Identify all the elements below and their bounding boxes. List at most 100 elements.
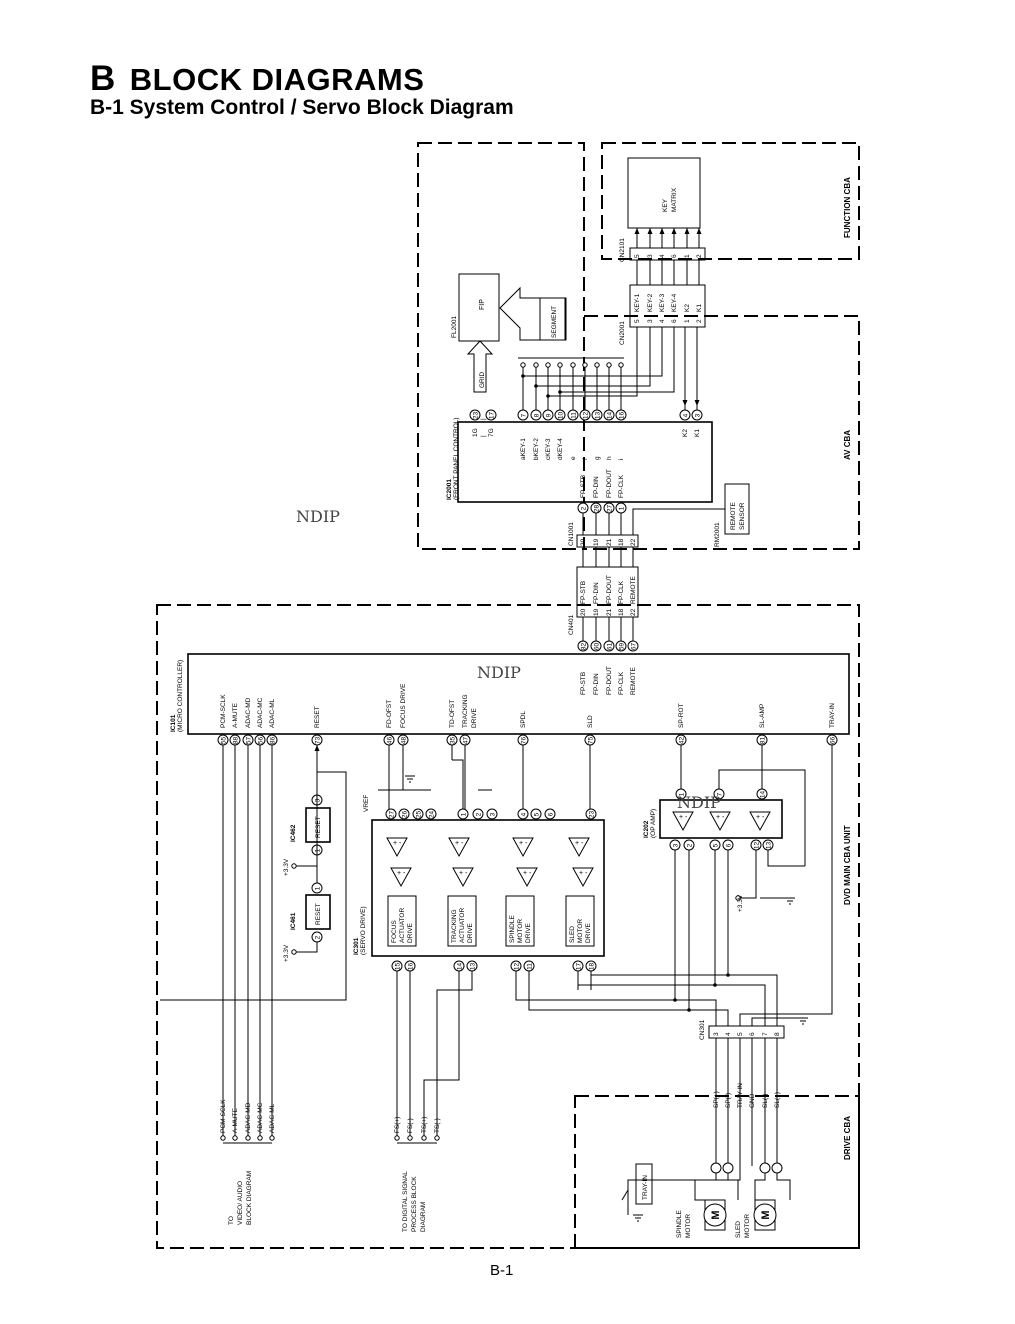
arrow-head [659,228,665,234]
ic301-amp [516,867,538,888]
junction-dot [558,390,562,394]
pin-number: 11 [527,963,534,970]
pin-number: 16 [619,412,626,420]
wire [436,971,473,1136]
label: + [397,870,401,877]
pin-number: 6 [726,843,733,847]
label: - [685,814,688,821]
ic461-supply: +3.3V [283,944,290,962]
cn2001-pin: 6 [671,319,678,323]
board-function-cba [601,142,860,260]
ic461-chip [305,894,331,930]
ic101-chip [187,653,850,735]
label: + [716,814,720,821]
pin-number: 13 [470,963,477,971]
wire [590,971,728,976]
cn401-pin: 22 [630,608,637,616]
servo-out-destination: PROCESS BLOCK [411,1176,418,1232]
ic202-name: (OP AMP) [650,809,657,838]
cn301-pin: 7 [762,1032,769,1036]
ic101-name: (MICRO CONTROLLER) [177,660,184,732]
segment-box [539,297,566,341]
terminal [582,362,588,368]
ic101-ref: IC101 [170,714,177,732]
pin-number: 16 [408,963,415,971]
page-subtitle: B-1 System Control / Servo Block Diagram [90,96,514,119]
cn2101-pin: 3 [647,254,654,258]
pin-number: 3 [695,413,702,417]
sled-motor-label: SLED [735,1221,742,1238]
motor-terminal [722,1162,734,1174]
pin-number: 7 [521,413,528,417]
audio-out-signal: PCM-SCLK [220,1099,227,1133]
cn2001-label: CN2001 [619,321,626,345]
cn301-pin: 4 [725,1032,732,1036]
ic2001-grid-pin [485,409,497,421]
tray-switch [621,1189,629,1201]
wire [751,1017,800,1026]
ic301-block [505,895,535,947]
wire [776,1173,791,1200]
audio-out-destination: TO [228,1216,235,1225]
ic101-td-label: TD-OFST [449,700,456,728]
wire [727,850,778,1026]
sled-motor-icon [753,1203,777,1227]
wire [767,850,805,867]
pin-number: 1 [679,792,686,796]
terminal [594,362,600,368]
label: | [480,418,487,420]
ic2001-grid-label: | [480,435,487,437]
pin-number: 5 [713,843,720,847]
cn2001-signal: KEY-1 [634,293,641,312]
cn301-label: CN301 [699,1019,706,1040]
pin-number: 18 [589,963,596,971]
cn2001-signal: K2 [684,304,691,312]
terminal [545,362,551,368]
cn2101-pin: 5 [634,254,641,258]
label: + [575,840,579,847]
ic101-sld-label: SLD [587,715,594,728]
cn301-pin: 8 [774,1032,781,1036]
cn2101-body [629,247,706,261]
label: - [722,814,725,821]
ic202-amp [672,811,694,832]
pin-number: 59 [619,643,626,651]
cn401-signal: FP-DOUT [606,575,613,604]
pin-number: 25 [416,811,423,819]
pin-number: 28 [594,505,601,513]
spindle-motor-label: MOTOR [685,1214,692,1238]
segment-label: SEGMENT [551,306,558,338]
cn2001-signal: K1 [696,304,703,312]
pin-number: 55 [221,737,228,745]
ic301-amp [572,867,594,888]
wire [528,971,689,1011]
pin-number: 14 [457,963,464,971]
pin-number: 57 [246,737,253,745]
label: - [585,870,588,877]
pin-number: 5 [534,812,541,816]
ic2001-grid-label: 7G [488,428,495,437]
wire [522,327,663,410]
ic101-fp-label: REMOTE [630,667,637,695]
ic101-fp-label: FP-DIN [593,673,600,695]
pin-number: 3 [673,843,680,847]
ic2001-k-label: K2 [682,429,689,437]
ic301-block-label: DRIVE [407,922,414,943]
junction-dot [726,973,730,977]
pin-number: 42 [679,737,686,745]
remote-ref: RM2001 [714,522,721,547]
wire [627,1166,741,1215]
watermark: NDIP [477,663,521,682]
label: + [455,840,459,847]
arrow-head [314,745,320,751]
junction-dot [687,1008,691,1012]
ic202-chip [659,799,783,839]
pin-number: 48 [401,737,408,745]
ic301-top-pin [425,808,437,820]
pin-number: 17 [576,963,583,971]
ic301-block-label: MOTOR [577,919,584,943]
ic301-block-label: DRIVE [585,922,592,943]
ic301-top-pin [398,808,410,820]
board-av-cba-top [417,142,585,550]
